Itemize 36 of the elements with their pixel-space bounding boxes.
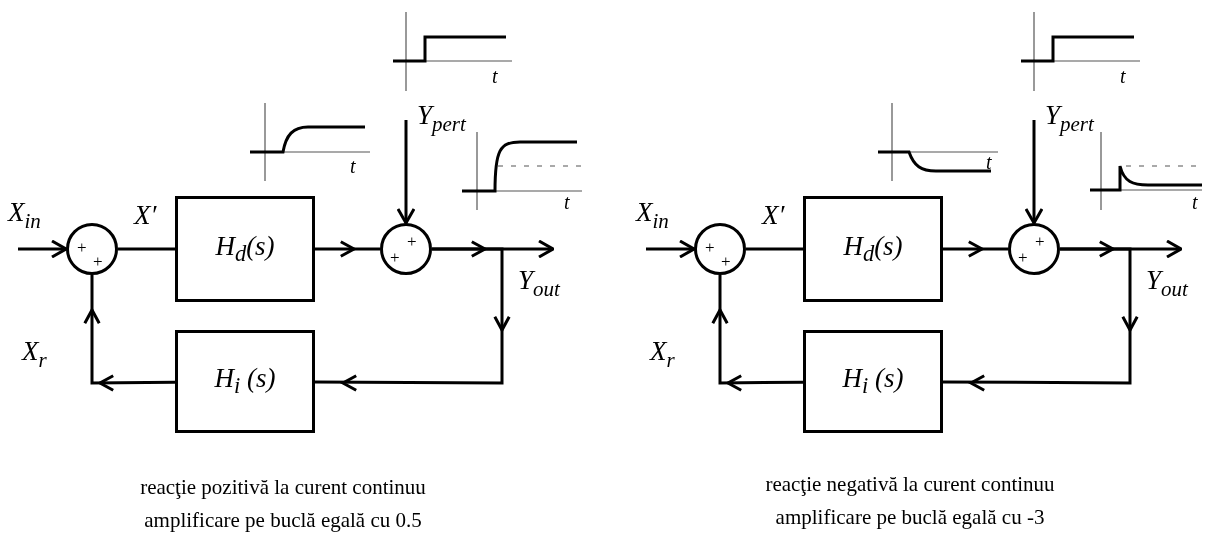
- summing-junction: [380, 223, 432, 275]
- transfer-function-block: H$_{i}$ (s): [803, 330, 943, 433]
- caption-text: reacţie pozitivă la curent continuu: [140, 475, 426, 499]
- axis-label: t: [986, 152, 992, 172]
- transfer-function-block: H$_{d}$(s): [175, 196, 315, 302]
- caption-text: reacţie negativă la curent continuu: [765, 472, 1055, 496]
- signal-label: X$_{in}$: [8, 197, 41, 235]
- transfer-function-block: H$_{i}$ (s): [175, 330, 315, 433]
- signal-label: X$_{in}$: [636, 197, 669, 235]
- signal-label: X′: [134, 200, 157, 230]
- axis-label: t: [1120, 66, 1126, 86]
- signal-label: X′: [762, 200, 785, 230]
- signal-label: Y$_{out}$: [518, 265, 560, 303]
- axis-label: t: [350, 156, 356, 176]
- transfer-function-block: H$_{d}$(s): [803, 196, 943, 302]
- sign-label: +: [1018, 249, 1028, 266]
- sign-label: +: [77, 239, 87, 256]
- caption-text: amplificare pe buclă egală cu 0.5: [144, 508, 422, 532]
- signal-label: Y$_{pert}$: [417, 100, 466, 138]
- caption-text: amplificare pe buclă egală cu -3: [775, 505, 1045, 529]
- axis-label: t: [1192, 192, 1198, 212]
- sign-label: +: [1035, 233, 1045, 250]
- sign-label: +: [721, 253, 731, 270]
- summing-junction: [1008, 223, 1060, 275]
- sign-label: +: [705, 239, 715, 256]
- sign-label: +: [390, 249, 400, 266]
- signal-label: Y$_{pert}$: [1045, 100, 1094, 138]
- summing-junction: [66, 223, 118, 275]
- signal-label: X$_{r}$: [22, 336, 47, 374]
- axis-label: t: [564, 192, 570, 212]
- signal-label: Y$_{out}$: [1146, 265, 1188, 303]
- axis-label: t: [492, 66, 498, 86]
- sign-label: +: [407, 233, 417, 250]
- sign-label: +: [93, 253, 103, 270]
- summing-junction: [694, 223, 746, 275]
- signal-label: X$_{r}$: [650, 336, 675, 374]
